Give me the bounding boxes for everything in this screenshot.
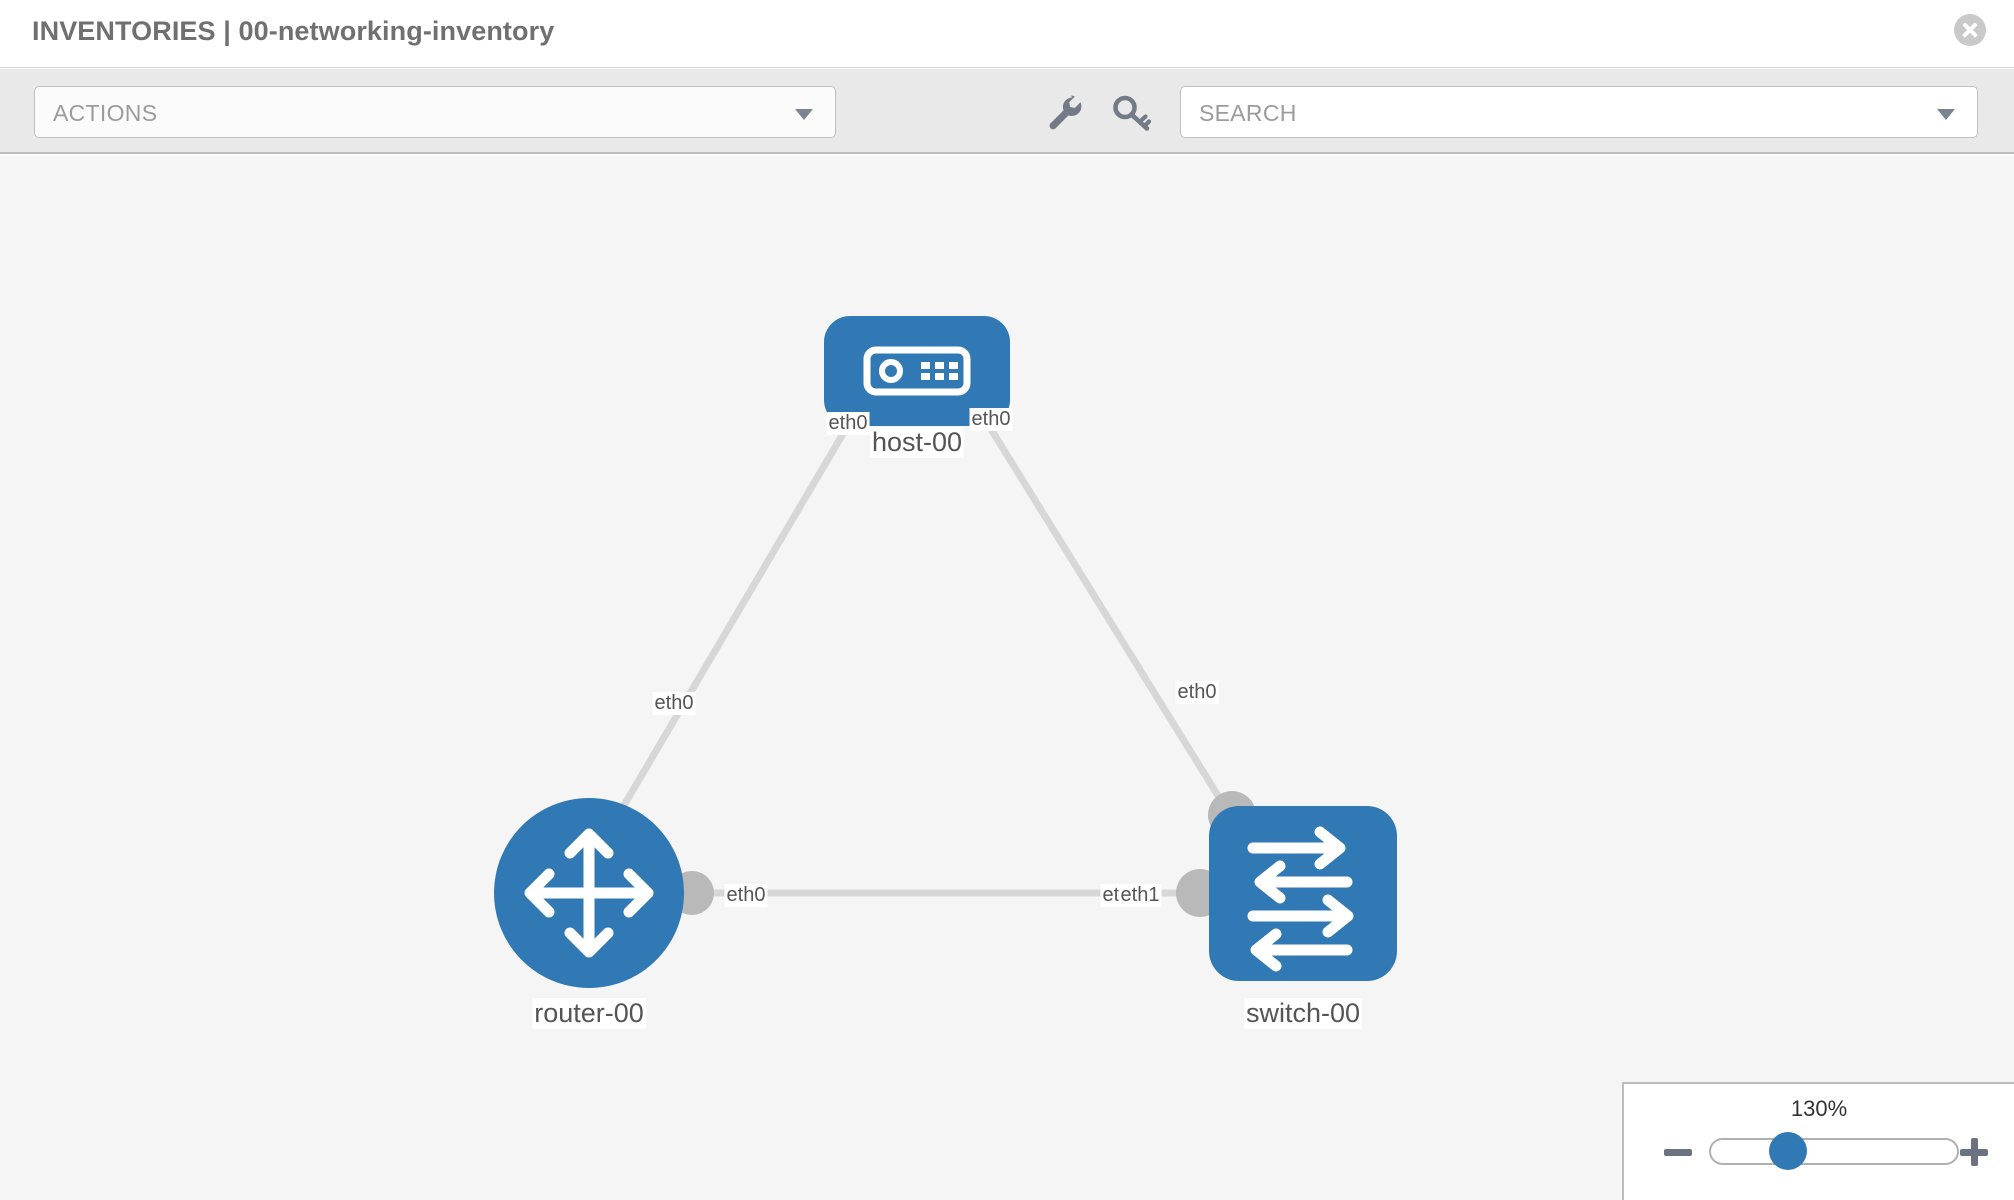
wrench-icon[interactable] [1042,91,1086,135]
zoom-slider-track[interactable] [1709,1138,1959,1165]
topology-graph [494,316,1397,988]
node-label-host-00: host-00 [869,427,965,459]
zoom-level-value: 130% [1790,1096,1848,1121]
close-icon[interactable] [1954,14,1986,46]
topology-canvas[interactable]: host-00 router-00 switch-00 eth0 eth0 et… [0,156,2014,1200]
actions-dropdown[interactable]: ACTIONS [34,86,836,138]
iface-label-switch-eth0-uplink: eth0 [1175,681,1219,704]
chevron-down-icon [795,109,813,120]
actions-dropdown-label: ACTIONS [53,100,158,126]
iface-label-switch-eth1-trunk: eth1 [1118,884,1162,907]
node-switch-00 [1209,806,1397,981]
node-label-router-00: router-00 [532,998,646,1030]
iface-label-host-eth0-left: eth0 [826,412,870,435]
zoom-slider-thumb[interactable] [1769,1132,1807,1170]
router-arrows-icon [524,828,654,958]
search-input[interactable]: SEARCH [1180,86,1978,138]
search-input-value: SEARCH [1199,100,1297,126]
node-host-00-shape [824,316,1010,426]
node-host-00 [824,316,1010,426]
plus-icon[interactable] [1960,1138,1988,1166]
switch-arrows-icon [1247,826,1354,972]
minus-icon[interactable] [1664,1138,1692,1166]
key-icon[interactable] [1110,91,1154,135]
plus-icon-bar-v [1970,1138,1978,1166]
node-router-00 [494,798,684,988]
zoom-control-panel: 130% [1622,1082,2014,1200]
toolbar: ACTIONS SEARCH [0,69,2014,154]
node-label-switch-00: switch-00 [1243,998,1363,1030]
minus-icon-bar [1664,1149,1692,1156]
iface-label-router-eth0-uplink: eth0 [652,692,696,715]
chevron-down-icon[interactable] [1937,109,1955,120]
server-icon [863,346,971,396]
link-host-switch [952,369,1241,830]
iface-label-router-eth0-trunk: eth0 [724,884,768,907]
iface-label-host-eth0-right: eth0 [969,408,1013,431]
link-host-router [596,369,884,848]
page-header: INVENTORIES | 00-networking-inventory [0,0,2014,68]
page-title: INVENTORIES | 00-networking-inventory [32,16,555,46]
